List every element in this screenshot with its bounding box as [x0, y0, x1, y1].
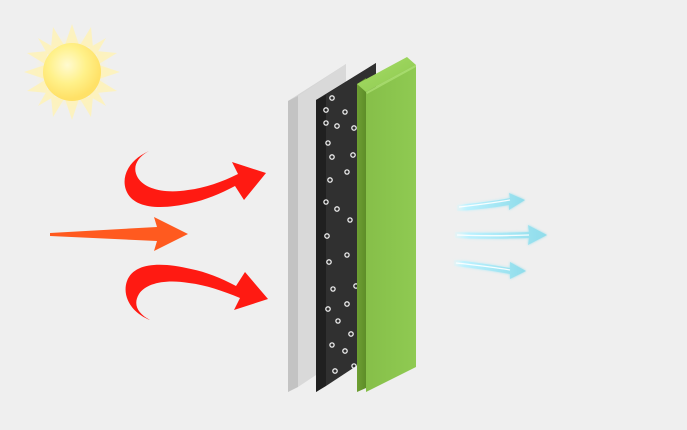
incoming-heat-arrow-middle [50, 217, 188, 251]
sun-icon [24, 24, 120, 120]
incoming-heat-arrow-top [124, 151, 266, 207]
outgoing-cool-arrow-top [457, 193, 525, 211]
layer-green [357, 57, 416, 392]
layered-panel [288, 57, 416, 392]
outgoing-cool-arrow-middle [455, 225, 547, 245]
outgoing-cool-arrow-bottom [454, 260, 526, 279]
incoming-heat-arrow-bottom [125, 264, 268, 320]
incoming-heat-arrows [50, 151, 268, 320]
bubble-pattern [323, 95, 359, 374]
outgoing-cool-arrows [454, 193, 547, 279]
